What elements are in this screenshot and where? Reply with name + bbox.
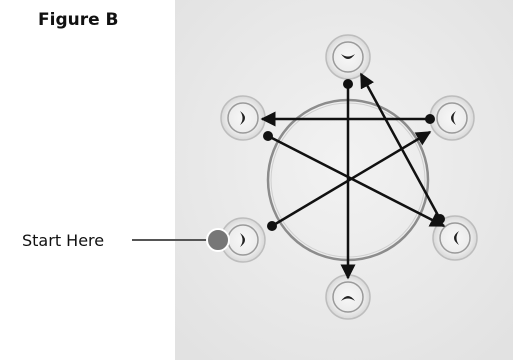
arrow-paths: [260, 72, 446, 280]
well-lower-right: [432, 215, 478, 261]
well-lower-left: [220, 217, 266, 263]
arrow-4: [359, 72, 442, 220]
well-bottom: [325, 274, 371, 320]
well-top: [325, 34, 371, 80]
arrow-3: [267, 134, 446, 228]
well-upper-right: [429, 95, 475, 141]
start-here-label: Start Here: [22, 231, 105, 250]
start-marker: [206, 228, 230, 252]
arrow-start-dots: [263, 79, 445, 231]
well-upper-left: [220, 95, 266, 141]
figure-label: Figure B: [38, 10, 119, 30]
